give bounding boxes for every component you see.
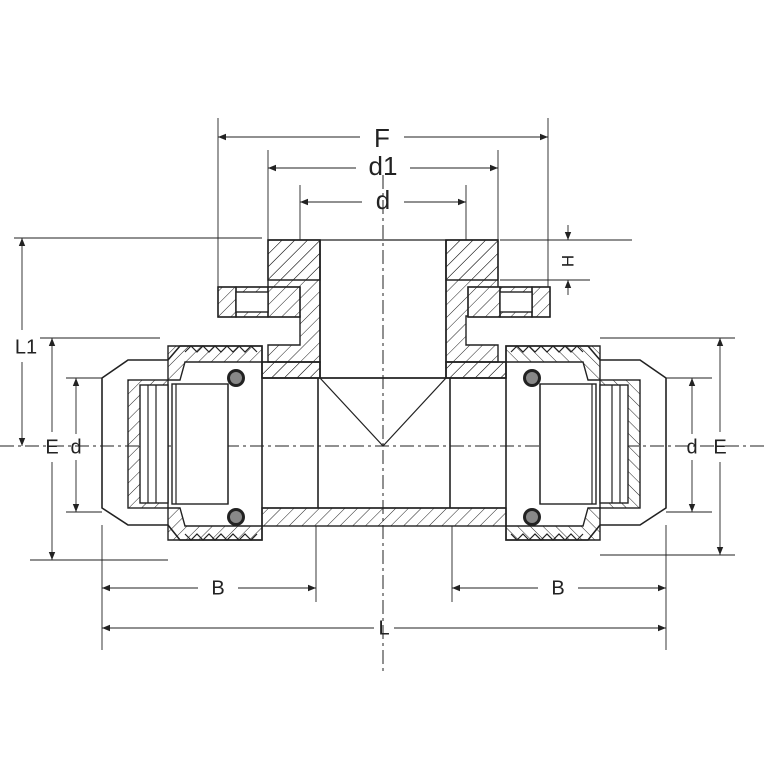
dim-label-L: L [378,617,389,639]
dim-label-F: F [374,123,390,153]
dim-label-H: H [558,255,577,267]
dim-label-B-left: B [211,577,224,599]
dimension-lines [18,133,724,632]
dim-label-E-left: E [45,436,58,458]
dim-label-E-right: E [713,436,726,458]
dim-label-L1: L1 [15,336,37,358]
right-coupling [505,345,667,541]
left-coupling [101,345,263,541]
branch-outlet [217,239,551,378]
dim-label-d-right: d [686,436,697,458]
dim-label-d-left: d [70,436,81,458]
dim-label-B-right: B [551,577,564,599]
extension-lines [14,118,735,650]
dim-label-d-top: d [376,185,390,215]
tee-body [261,361,507,527]
dim-label-d1: d1 [369,151,398,181]
ring-right [467,286,551,318]
ring-left [217,286,301,318]
